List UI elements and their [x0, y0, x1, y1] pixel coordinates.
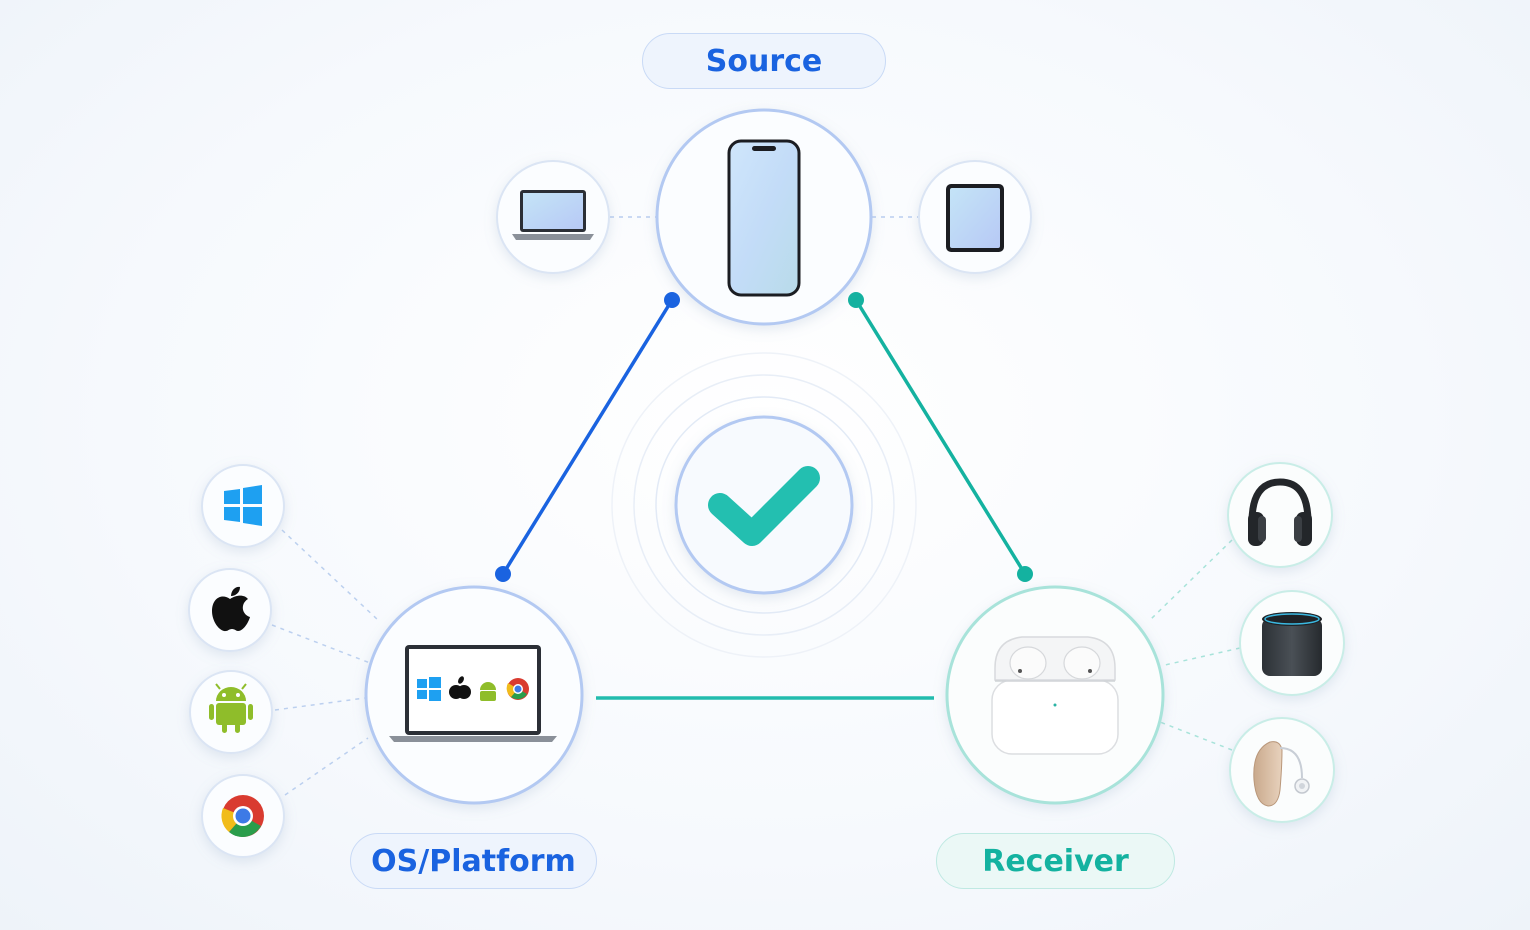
- source-label: Source: [642, 33, 886, 89]
- laptop-os-icon: [389, 645, 557, 742]
- os-android: [189, 670, 273, 754]
- os-windows: [201, 464, 285, 548]
- triangle-edges: [495, 292, 1033, 700]
- headphones-icon: [1248, 478, 1312, 546]
- windows-icon: [224, 485, 262, 526]
- edge-dot: [664, 292, 680, 308]
- smartphone-icon: [727, 139, 801, 297]
- os-platform-hub: [364, 585, 584, 805]
- android-icon: [209, 683, 253, 733]
- edge-dot: [495, 566, 511, 582]
- edge-dot: [848, 292, 864, 308]
- receiver-hearing-aid: [1229, 717, 1335, 823]
- receiver-label: Receiver: [936, 833, 1175, 889]
- os-platform-label: OS/Platform: [350, 833, 597, 889]
- dashed-connectors: [271, 216, 1241, 796]
- edge-source-os: [501, 299, 674, 575]
- edge-source-receiver: [854, 299, 1027, 575]
- laptop-icon: [512, 190, 594, 240]
- receiver-headphones: [1227, 462, 1333, 568]
- receiver-hub: [945, 585, 1165, 805]
- source-tablet: [918, 160, 1032, 274]
- source-hub: [655, 108, 873, 326]
- earbuds-case-icon: [991, 636, 1119, 755]
- checkmark-icon: [708, 466, 820, 546]
- apple-icon: [212, 586, 250, 632]
- edge-dot: [1017, 566, 1033, 582]
- receiver-speaker: [1239, 590, 1345, 696]
- hearing-aid-icon: [1253, 741, 1310, 807]
- os-chrome: [201, 774, 285, 858]
- chrome-icon: [221, 795, 264, 837]
- smart-speaker-icon: [1262, 612, 1322, 676]
- center-check: [611, 352, 917, 658]
- tablet-icon: [946, 184, 1004, 252]
- source-laptop: [496, 160, 610, 274]
- os-apple: [188, 568, 272, 652]
